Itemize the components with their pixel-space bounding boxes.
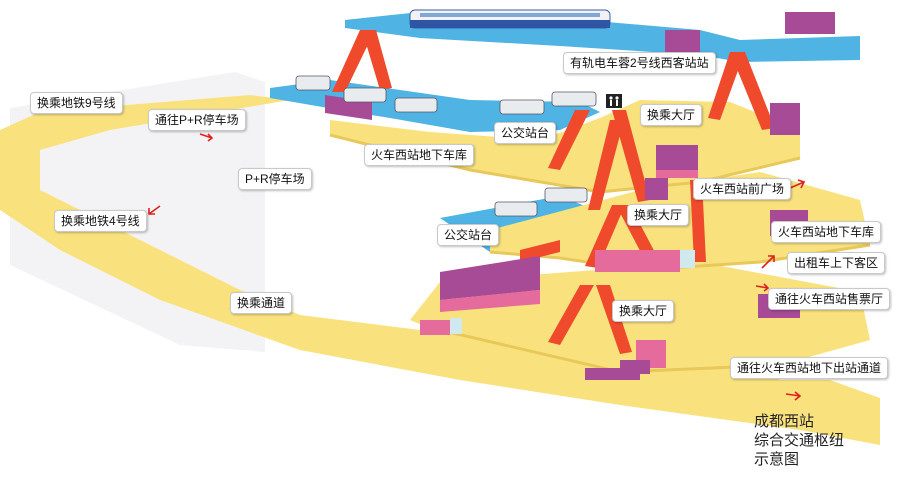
restroom-icon [606,94,622,108]
diagram-title: 成都西站 综合交通枢纽 示意图 [754,412,844,469]
title-line-2: 综合交通枢纽 [754,432,845,449]
front-plaza-label: 火车西站前广场 [693,178,792,200]
tram-train [409,9,611,29]
exit-passage-label: 通往火车西站地下出站通道 [730,357,889,379]
arrow-pr-link [199,133,214,142]
garage-top-label: 火车西站地下车库 [364,144,475,166]
ticket-hall-label: 通往火车西站售票厅 [768,288,891,310]
garage-mid-label: 火车西站地下车库 [771,221,882,243]
transfer-corridor [0,95,880,445]
transfer-hall-mid-label: 换乘大厅 [627,204,690,226]
arrow-metro4 [148,205,161,215]
pr-link-label: 通往P+R停车场 [148,109,246,131]
transfer-hall-top-label: 换乘大厅 [640,104,703,126]
buses [295,75,597,217]
title-line-3: 示意图 [754,451,800,468]
bus-platform-mid-label: 公交站台 [437,224,500,246]
arrow-front-plaza [789,179,806,189]
taxi-label: 出租车上下客区 [787,252,886,274]
metro4-label: 换乘地铁4号线 [54,210,147,232]
metro9-label: 换乘地铁9号线 [30,92,123,114]
arrow-exit-passage [785,391,802,401]
pr-lot-label: P+R停车场 [238,168,312,190]
bus-platform-top-label: 公交站台 [494,122,557,144]
direction-arrows [148,133,806,401]
arrow-ticket-hall [755,283,770,292]
transfer-hall-low-label: 换乘大厅 [612,300,675,322]
arrow-taxi [761,255,775,269]
passage-label: 换乘通道 [230,292,293,314]
title-line-1: 成都西站 [754,413,815,430]
tram-station-label: 有轨电车蓉2号线西客站站 [563,52,716,74]
